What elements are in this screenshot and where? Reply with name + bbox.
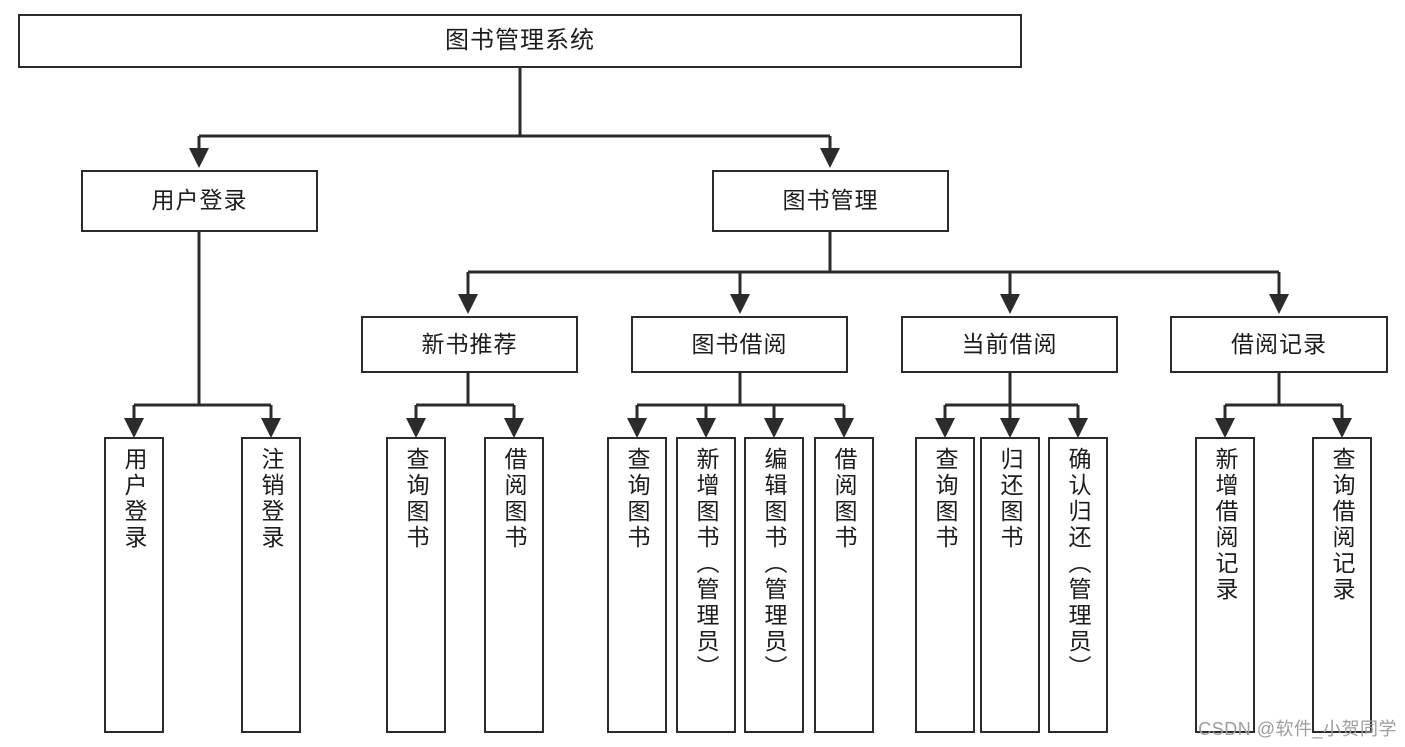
node-label: 查询图书: [624, 447, 651, 551]
node-label: 查询借阅记录: [1329, 447, 1356, 603]
node-label: 新增借阅记录: [1212, 447, 1239, 603]
leaf-borrow-borrow-book[interactable]: 借阅图书: [814, 437, 874, 733]
node-user-login[interactable]: 用户登录: [81, 170, 318, 232]
node-label: 新增图书（管理员）: [693, 447, 720, 681]
leaf-current-query-book[interactable]: 查询图书: [915, 437, 975, 733]
leaf-borrow-edit-book[interactable]: 编辑图书（管理员）: [744, 437, 804, 733]
node-label: 用户登录: [151, 187, 248, 214]
leaf-user-login-signout[interactable]: 注销登录: [241, 437, 301, 733]
leaf-record-add[interactable]: 新增借阅记录: [1195, 437, 1255, 733]
node-label: 编辑图书（管理员）: [761, 447, 788, 681]
leaf-new-book-query[interactable]: 查询图书: [386, 437, 446, 733]
node-label: 当前借阅: [961, 330, 1058, 357]
node-book-borrow[interactable]: 图书借阅: [631, 316, 848, 373]
leaf-user-login-signin[interactable]: 用户登录: [104, 437, 164, 733]
node-root-system[interactable]: 图书管理系统: [18, 14, 1022, 68]
leaf-current-confirm-return[interactable]: 确认归还（管理员）: [1048, 437, 1108, 733]
node-label: 借阅图书: [501, 447, 528, 551]
node-label: 确认归还（管理员）: [1065, 447, 1092, 681]
leaf-borrow-query-book[interactable]: 查询图书: [607, 437, 667, 733]
node-label: 注销登录: [258, 447, 285, 551]
leaf-record-query[interactable]: 查询借阅记录: [1312, 437, 1372, 733]
node-label: 查询图书: [403, 447, 430, 551]
node-label: 用户登录: [121, 447, 148, 551]
node-label: 新书推荐: [421, 330, 518, 357]
node-label: 图书管理: [782, 187, 879, 214]
node-book-management[interactable]: 图书管理: [712, 170, 949, 232]
leaf-new-book-borrow[interactable]: 借阅图书: [484, 437, 544, 733]
node-label: 借阅图书: [831, 447, 858, 551]
node-label: 借阅记录: [1231, 330, 1327, 357]
node-label: 查询图书: [932, 447, 959, 551]
leaf-current-return-book[interactable]: 归还图书: [980, 437, 1040, 733]
node-label: 归还图书: [997, 447, 1024, 551]
node-label: 图书管理系统: [445, 26, 595, 54]
node-label: 图书借阅: [691, 330, 788, 357]
node-borrow-record[interactable]: 借阅记录: [1170, 316, 1388, 373]
watermark: CSDN @软件_小贺同学: [1198, 719, 1397, 739]
node-new-book-recommend[interactable]: 新书推荐: [361, 316, 578, 373]
leaf-borrow-add-book[interactable]: 新增图书（管理员）: [676, 437, 736, 733]
node-current-borrow[interactable]: 当前借阅: [901, 316, 1118, 373]
